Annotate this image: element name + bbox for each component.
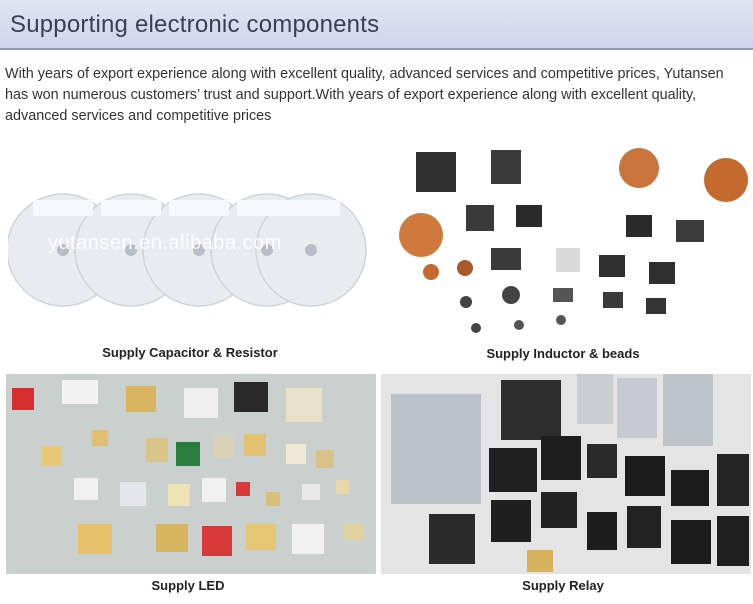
page-title: Supporting electronic components (10, 11, 380, 38)
product-image-inductor-beads[interactable] (381, 140, 751, 340)
page-header: Supporting electronic components (0, 0, 753, 50)
caption-led: Supply LED (151, 578, 225, 593)
product-image-relay[interactable] (381, 374, 751, 574)
reels-illustration (8, 140, 372, 340)
caption-relay: Supply Relay (522, 578, 604, 593)
relay-illustration (381, 374, 751, 574)
product-image-led[interactable] (6, 374, 376, 574)
caption-inductor-beads: Supply Inductor & beads (486, 346, 640, 361)
intro-paragraph: With years of export experience along wi… (5, 66, 724, 124)
product-image-capacitor-resistor[interactable]: yutansen.en.alibaba.com (8, 140, 372, 340)
watermark: yutansen.en.alibaba.com (48, 232, 282, 254)
led-illustration (6, 374, 376, 574)
inductors-illustration (381, 140, 751, 340)
caption-capacitor-resistor: Supply Capacitor & Resistor (102, 345, 278, 360)
